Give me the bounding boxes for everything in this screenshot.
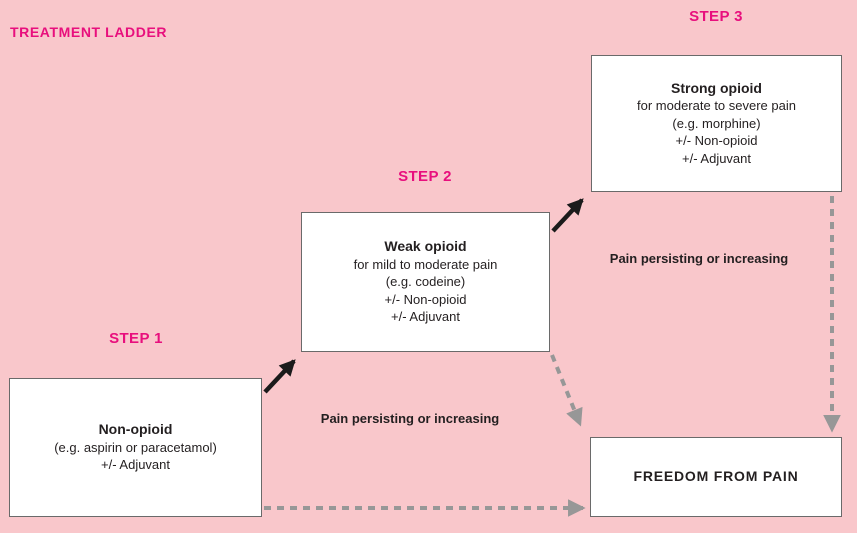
dashed-arrow-step2-to-freedom: [550, 354, 583, 427]
step3-box-line: (e.g. morphine): [672, 115, 761, 131]
diagram-title: TREATMENT LADDER: [10, 24, 168, 40]
step3-label: STEP 3: [689, 8, 743, 25]
step3-box: Strong opioid for moderate to severe pai…: [591, 55, 842, 192]
step3-box-line: for moderate to severe pain: [637, 98, 796, 114]
step1-box-line: +/- Adjuvant: [100, 457, 171, 473]
step3-box-line: +/- Non-opioid: [675, 133, 758, 149]
step1-box: Non-opioid (e.g. aspirin or paracetamol)…: [9, 378, 262, 517]
step2-label: STEP 2: [398, 168, 452, 185]
step3-box-line: +/- Adjuvant: [681, 150, 752, 166]
step2-box-line: for mild to moderate pain: [353, 256, 498, 272]
step2-box-title: Weak opioid: [384, 238, 467, 255]
step2-box-line: +/- Non-opioid: [384, 291, 467, 307]
pain-persisting-label-step1: Pain persisting or increasing: [320, 411, 500, 426]
step2-box-line: (e.g. codeine): [385, 274, 466, 290]
arrow-step1-to-step2: [263, 359, 296, 394]
pain-persisting-label-step2: Pain persisting or increasing: [609, 251, 789, 266]
arrow-step2-to-step3: [551, 198, 584, 233]
step2-box-line: +/- Adjuvant: [390, 309, 461, 325]
step1-box-line: (e.g. aspirin or paracetamol): [54, 439, 217, 455]
step2-box: Weak opioid for mild to moderate pain (e…: [301, 212, 550, 352]
freedom-from-pain-box: FREEDOM FROM PAIN: [590, 437, 842, 517]
step1-label: STEP 1: [109, 330, 163, 347]
freedom-from-pain-label: FREEDOM FROM PAIN: [633, 468, 799, 485]
step3-box-title: Strong opioid: [671, 79, 762, 96]
step1-box-title: Non-opioid: [98, 421, 173, 438]
